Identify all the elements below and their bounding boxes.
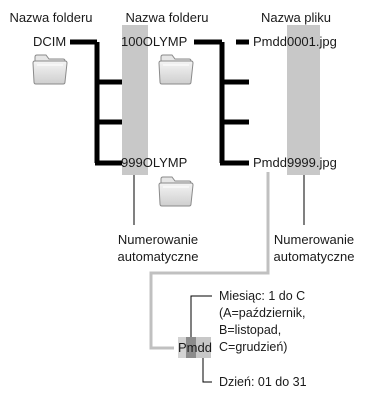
folder-number-highlight	[122, 25, 148, 175]
month-leader	[190, 295, 212, 337]
header-subfolder-name: Nazwa folderu	[125, 10, 208, 25]
folder-auto-numbering-line1: Numerowanie	[118, 232, 198, 247]
file-number-highlight	[287, 25, 320, 175]
subfolder-first-label: 100OLYMP	[121, 34, 187, 49]
month-line1: Miesiąc: 1 do C	[219, 289, 305, 303]
prefix-month-highlight	[186, 337, 196, 358]
file-auto-numbering-line1: Numerowanie	[274, 232, 354, 247]
file-auto-numbering-line2: automatyczne	[274, 249, 355, 264]
file-last-label: Pmdd9999.jpg	[253, 155, 337, 170]
month-line2: (A=październik,	[219, 306, 306, 320]
legend-connector	[149, 172, 270, 350]
prefix-day-highlight	[196, 337, 211, 358]
month-line4: C=grudzień)	[219, 340, 287, 354]
file-first-label: Pmdd0001.jpg	[253, 34, 337, 49]
root-folder-icon	[32, 54, 68, 85]
subfolder-last-icon	[158, 176, 194, 207]
subfolder-first-icon	[158, 54, 194, 85]
month-line3: B=listopad,	[219, 323, 281, 337]
header-file-name: Nazwa pliku	[261, 10, 331, 25]
subfolder-tree	[94, 42, 122, 166]
prefix-p-highlight	[178, 337, 186, 358]
legend-prefix-label: Pmdd	[178, 340, 212, 355]
day-leader	[202, 358, 212, 383]
header-folder-name: Nazwa folderu	[9, 10, 92, 25]
subfolder-last-label: 999OLYMP	[121, 155, 187, 170]
root-folder-label: DCIM	[33, 34, 66, 49]
folder-auto-numbering-line2: automatyczne	[118, 249, 199, 264]
file-tree	[219, 39, 249, 166]
day-line: Dzień: 01 do 31	[219, 375, 307, 389]
